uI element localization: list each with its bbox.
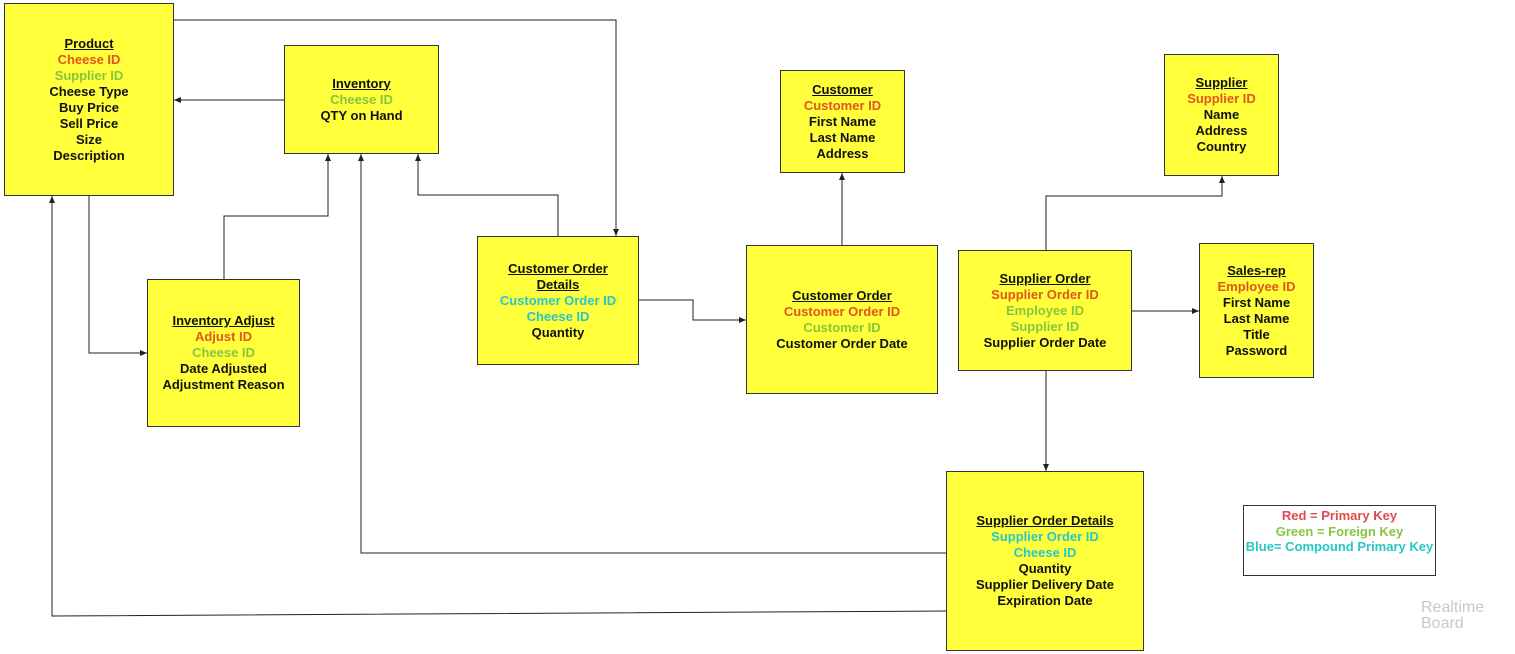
line-supplier-order-to-supplier	[1045, 176, 1225, 250]
entity-field: Size	[75, 131, 102, 147]
entity-field: Last Name	[809, 129, 876, 145]
legend: Red = Primary Key Green = Foreign Key Bl…	[1243, 505, 1436, 576]
entity-title: Sales-rep	[1227, 262, 1286, 278]
entity-field: Supplier Order ID	[991, 286, 1099, 302]
entity-field: First Name	[808, 113, 877, 129]
entity-field: Address	[816, 145, 869, 161]
line-supplier-order-details-to-inventory	[358, 154, 946, 554]
entity-field: Last Name	[1223, 310, 1290, 326]
entity-field: Employee ID	[1005, 302, 1085, 318]
entity-field: Employee ID	[1217, 278, 1296, 294]
entity-field: Address	[1195, 123, 1248, 138]
line-product-to-customer-order-details	[174, 19, 619, 236]
entity-field: Cheese ID	[57, 51, 121, 67]
entity-title: Customer	[812, 81, 873, 97]
legend-foreign-key: Green = Foreign Key	[1275, 523, 1404, 539]
entity-title: Supplier Order	[999, 270, 1091, 286]
entity-field: Customer Order ID	[499, 292, 617, 308]
entity-field: Description	[53, 147, 125, 163]
line-supplier-order-details-to-product	[49, 196, 947, 617]
line-customer-order-details-to-customer-order	[639, 299, 746, 323]
entity-field: Country	[1196, 139, 1247, 154]
entity-field: Customer Order ID	[783, 303, 901, 319]
entity-field: Cheese ID	[1013, 545, 1077, 560]
entity-title: Customer Order Details	[508, 260, 608, 292]
entity-title: Product	[64, 35, 114, 51]
entity-field: Expiration Date	[997, 593, 1093, 608]
entity-field: First Name	[1222, 294, 1291, 310]
watermark: Realtime Board	[1421, 599, 1485, 632]
entity-field: Cheese ID	[526, 308, 590, 324]
entity-title: Inventory Adjust	[172, 313, 275, 328]
entity-field: Customer Order Date	[776, 335, 908, 351]
legend-compound-key: Blue= Compound Primary Key	[1245, 539, 1434, 554]
entity-field: Buy Price	[59, 99, 119, 115]
entity-field: Name	[1203, 107, 1240, 122]
entity-field: Supplier ID	[1010, 318, 1080, 334]
entity-field: Adjust ID	[194, 329, 253, 344]
entity-field: Quantity	[531, 324, 585, 340]
entity-field: Adjustment Reason	[162, 377, 285, 392]
line-inventory-adjust-to-inventory	[223, 154, 331, 279]
entity-field: Supplier ID	[54, 67, 124, 83]
entity-field: Cheese ID	[330, 91, 393, 107]
entity-title: Supplier Order Details	[976, 513, 1114, 528]
entity-field: Customer ID	[803, 97, 882, 113]
entity-field: Supplier ID	[1187, 91, 1256, 106]
entity-field: Cheese Type	[49, 83, 129, 99]
entity-field: Supplier Delivery Date	[976, 577, 1114, 592]
entity-field: Sell Price	[59, 115, 119, 131]
entity-field: Customer ID	[803, 319, 881, 335]
entity-title: Customer Order	[792, 287, 892, 303]
entity-field: QTY on Hand	[320, 107, 403, 123]
entity-field: Title	[1243, 326, 1270, 342]
entity-field: Cheese ID	[192, 345, 255, 360]
legend-primary-key: Red = Primary Key	[1281, 508, 1398, 523]
entity-title: Inventory	[332, 75, 391, 91]
entity-field: Password	[1225, 342, 1288, 358]
entity-title: Supplier	[1195, 75, 1248, 90]
entity-field: Date Adjusted	[180, 361, 267, 376]
entity-field: Quantity	[1018, 561, 1072, 576]
entity-field: Supplier Order Date	[983, 334, 1107, 350]
line-product-to-inventory-adjust	[88, 196, 147, 356]
line-customer-order-details-to-inventory	[415, 154, 559, 236]
entity-field: Supplier Order ID	[991, 529, 1099, 544]
